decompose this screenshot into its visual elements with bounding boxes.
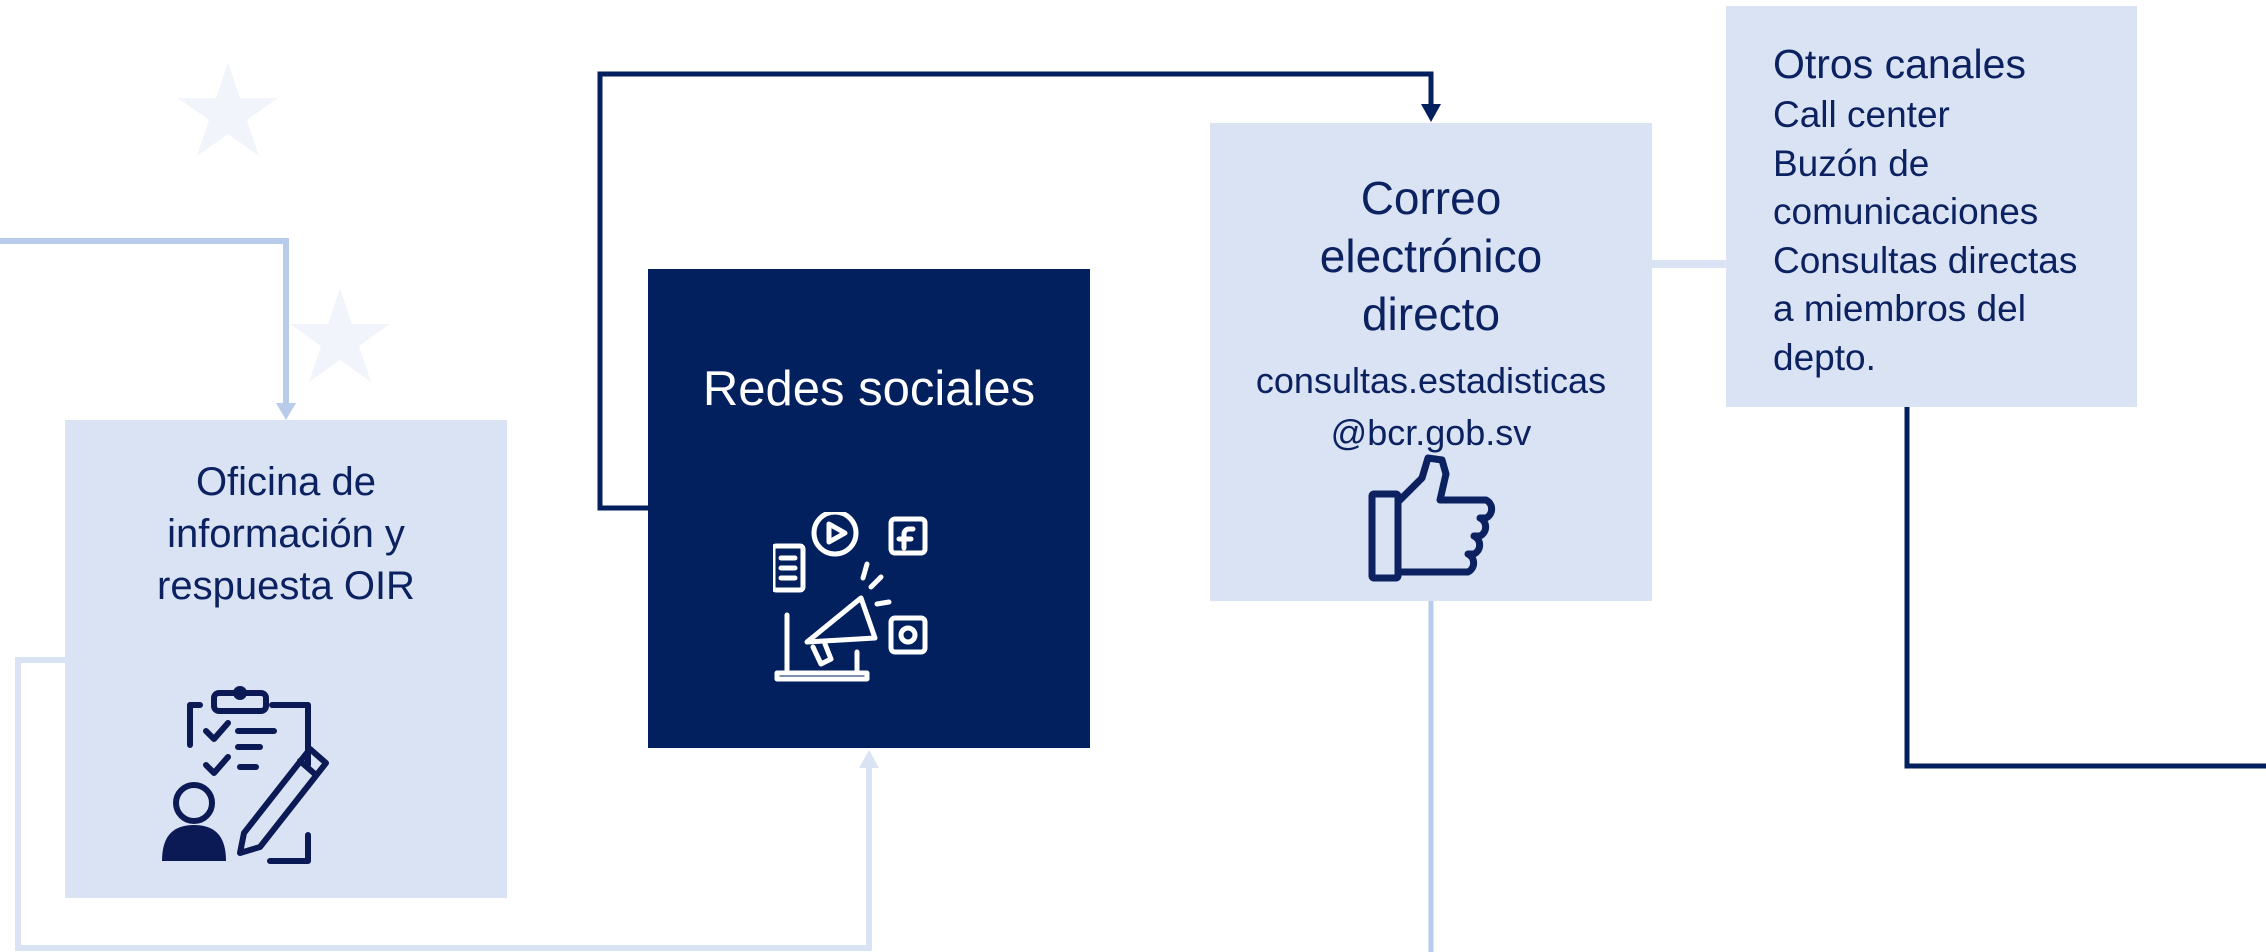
correo-email: consultas.estadisticas @bcr.gob.sv xyxy=(1210,355,1652,459)
correo-electronico-box: Correo electrónico directo consultas.est… xyxy=(1210,123,1652,601)
redes-sociales-box: Redes sociales xyxy=(648,269,1090,748)
correo-email-line: @bcr.gob.sv xyxy=(1330,412,1532,453)
correo-title-line: electrónico xyxy=(1319,230,1543,282)
arrowhead-redes xyxy=(859,750,879,768)
otros-list-item: Buzón de xyxy=(1773,142,1930,184)
otros-canales-box: Otros canales Call center Buzón de comun… xyxy=(1726,6,2137,407)
social-media-megaphone-icon xyxy=(773,512,928,682)
otros-list: Call center Buzón de comunicaciones Cons… xyxy=(1773,91,2077,382)
correo-title: Correo electrónico directo xyxy=(1210,169,1652,343)
background-star-watermark xyxy=(178,62,390,382)
connector-to-oir xyxy=(0,238,289,405)
otros-list-item: depto. xyxy=(1773,336,1876,378)
redes-title: Redes sociales xyxy=(702,362,1036,416)
thumbs-up-icon xyxy=(1368,454,1496,582)
oir-title-line: respuesta OIR xyxy=(157,564,415,608)
correo-title-line: directo xyxy=(1361,288,1501,340)
correo-title-line: Correo xyxy=(1360,172,1502,224)
connector-redes-to-correo xyxy=(597,71,1434,511)
connector-otros-to-right xyxy=(1904,407,2266,769)
arrowhead-correo xyxy=(1421,104,1441,122)
otros-list-item: Consultas directas xyxy=(1773,239,2078,281)
otros-title: Otros canales xyxy=(1773,41,2026,87)
oir-title-line: Oficina de xyxy=(195,460,377,504)
otros-list-item: a miembros del xyxy=(1773,288,2026,329)
connector-oir-to-redes xyxy=(15,657,872,951)
oir-box: Oficina de información y respuesta OIR xyxy=(65,420,507,898)
arrowhead-oir xyxy=(276,403,296,420)
oir-title-line: información y xyxy=(167,512,405,556)
otros-list-item: comunicaciones xyxy=(1773,191,2039,232)
otros-list-item: Call center xyxy=(1773,94,1950,135)
oir-title: Oficina de información y respuesta OIR xyxy=(65,456,507,612)
correo-email-line: consultas.estadisticas xyxy=(1255,360,1607,401)
clipboard-checklist-person-icon xyxy=(162,686,329,864)
